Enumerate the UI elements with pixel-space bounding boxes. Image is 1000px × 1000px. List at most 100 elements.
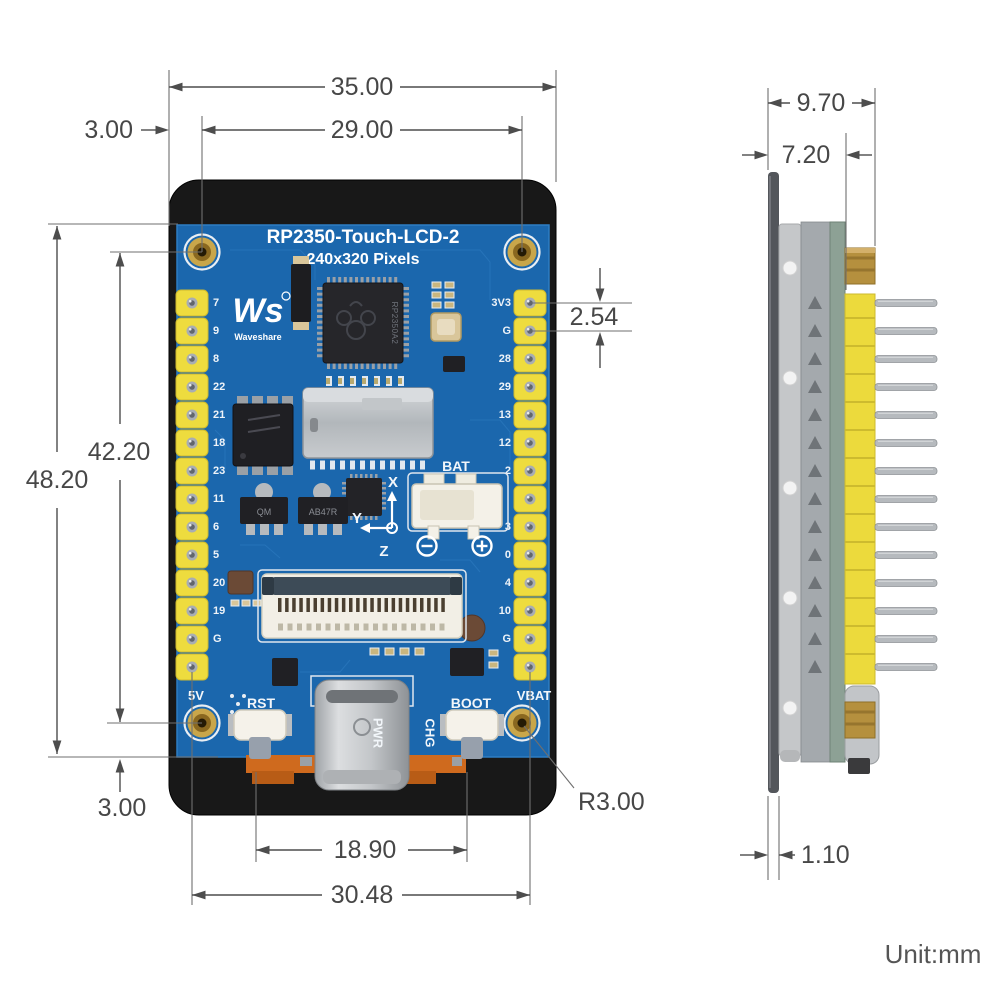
side-view	[768, 172, 938, 793]
svg-text:2.54: 2.54	[570, 303, 619, 331]
rst-label: RST	[247, 695, 275, 711]
svg-text:35.00: 35.00	[331, 73, 394, 101]
svg-text:0: 0	[505, 549, 511, 561]
smd-component	[291, 264, 311, 322]
pwr-label: PWR	[371, 718, 386, 749]
dim-hole-offset-bottom: 3.00	[98, 759, 146, 822]
svg-text:5: 5	[213, 549, 219, 561]
boot-button: BOOT	[440, 695, 504, 759]
svg-text:13: 13	[499, 409, 511, 421]
svg-text:G: G	[502, 325, 511, 337]
dim-hole-offset-left: 3.00	[84, 116, 169, 144]
standoff-top	[844, 247, 876, 285]
svg-text:8: 8	[213, 353, 219, 365]
regulator-b-marking: AB47R	[309, 507, 338, 517]
minus-terminal-icon	[416, 535, 438, 557]
svg-text:1.10: 1.10	[801, 841, 850, 869]
smd-pad	[293, 256, 309, 264]
axis-z-label: Z	[379, 543, 388, 560]
axis-x-label: X	[388, 474, 398, 491]
boot-label: BOOT	[451, 695, 492, 711]
svg-text:9.70: 9.70	[797, 89, 846, 117]
svg-text:G: G	[502, 633, 511, 645]
dim-body-depth: 7.20	[742, 141, 872, 169]
dimensions-front: 35.00 29.00 3.00 48.20 42.20	[26, 70, 645, 909]
dim-panel-thickness: 1.10	[740, 841, 850, 869]
svg-text:29: 29	[499, 381, 511, 393]
svg-text:18.90: 18.90	[334, 836, 397, 864]
sot23-transistor	[443, 356, 465, 372]
vbat-label: VBAT	[517, 688, 551, 703]
touch-fpc-connector	[257, 569, 467, 643]
mcu-chip: RP2350A2	[317, 277, 409, 369]
svg-text:4: 4	[505, 577, 512, 589]
chg-label: CHG	[423, 719, 438, 748]
smd-ic	[272, 658, 298, 686]
pcb-edge	[829, 221, 846, 763]
dim-total-height: 48.20	[26, 226, 89, 754]
buzzer	[458, 614, 486, 642]
svg-text:10: 10	[499, 605, 511, 617]
right-pin-labels: 3V3 G 28 29 13 12 2 3 0 4 10 G	[491, 297, 511, 645]
svg-text:7: 7	[213, 297, 219, 309]
svg-text:9: 9	[213, 325, 219, 337]
svg-text:42.20: 42.20	[88, 438, 151, 466]
dim-hole-span-width: 29.00	[202, 116, 522, 144]
mounting-hole	[503, 704, 541, 742]
svg-text:G: G	[213, 633, 222, 645]
imu-chip	[342, 474, 386, 520]
svg-text:12: 12	[499, 437, 511, 449]
display-connector-shield	[302, 387, 434, 459]
usb-c-connector	[310, 675, 414, 791]
svg-text:19: 19	[213, 605, 225, 617]
waveshare-logo: Ws Waveshare	[233, 291, 291, 342]
svg-text:29.00: 29.00	[331, 116, 394, 144]
flash-chip	[232, 396, 294, 475]
smd-cluster	[369, 647, 499, 669]
regulator-b: AB47R	[298, 483, 348, 535]
dimensions-side: 9.70 7.20 1.10	[740, 88, 876, 880]
axis-y-label: Y	[352, 510, 362, 527]
svg-text:30.48: 30.48	[331, 881, 394, 909]
crystal	[430, 312, 462, 342]
bat-label: BAT	[442, 458, 470, 474]
svg-text:6: 6	[213, 521, 219, 533]
unit-label: Unit:mm	[885, 939, 982, 969]
svg-text:48.20: 48.20	[26, 466, 89, 494]
dim-corner-radius: R3.00	[523, 725, 645, 816]
svg-text:20: 20	[213, 577, 225, 589]
svg-text:Ws: Ws	[233, 292, 284, 330]
battery-connector: BAT	[407, 458, 509, 540]
mcu-marking: RP2350A2	[390, 302, 399, 345]
axis-marker: X Y Z	[352, 474, 398, 560]
svg-text:18: 18	[213, 437, 225, 449]
dim-pin-pitch: 2.54	[570, 268, 619, 368]
side-header-pins	[874, 299, 938, 671]
standoff-bottom	[844, 701, 876, 739]
solder-side-column	[800, 221, 831, 763]
board-title: RP2350-Touch-LCD-2	[267, 227, 460, 248]
pcb-traces	[214, 249, 511, 673]
svg-text:7.20: 7.20	[782, 141, 831, 169]
svg-text:22: 22	[213, 381, 225, 393]
smd-pad	[293, 322, 309, 330]
smd-cluster	[230, 599, 262, 607]
regulator-a-marking: QM	[257, 507, 272, 517]
side-header-plastic	[844, 293, 876, 685]
svg-text:2: 2	[505, 465, 511, 477]
v5-label: 5V	[188, 688, 204, 703]
svg-text:23: 23	[213, 465, 225, 477]
dim-total-width: 35.00	[169, 73, 556, 101]
lcd-frame-edge	[778, 223, 802, 762]
svg-text:21: 21	[213, 409, 225, 421]
dim-total-depth: 9.70	[768, 89, 875, 117]
reset-button: RST	[228, 695, 292, 759]
smd-ic	[450, 648, 484, 676]
dim-hole-span-height: 42.20	[88, 253, 151, 722]
dim-button-span: 18.90	[256, 836, 467, 864]
regulator-a: QM	[240, 483, 288, 535]
svg-text:3V3: 3V3	[491, 297, 511, 309]
raspberry-logo	[336, 301, 376, 340]
